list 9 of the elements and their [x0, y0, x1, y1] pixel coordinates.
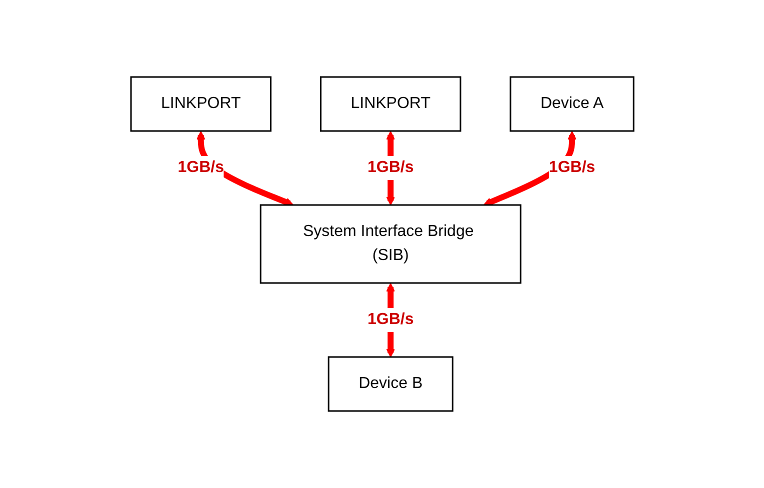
node-box: LINKPORT	[130, 76, 272, 132]
node-box: Device B	[328, 356, 454, 412]
node-box: System Interface Bridge (SIB)	[260, 204, 522, 284]
edge-label: 1GB/s	[367, 159, 414, 176]
node-box: Device A	[509, 76, 634, 132]
edge-label: 1GB/s	[177, 159, 224, 176]
node-box: LINKPORT	[320, 76, 461, 132]
edge-label: 1GB/s	[367, 311, 414, 328]
edge-label: 1GB/s	[548, 159, 595, 176]
